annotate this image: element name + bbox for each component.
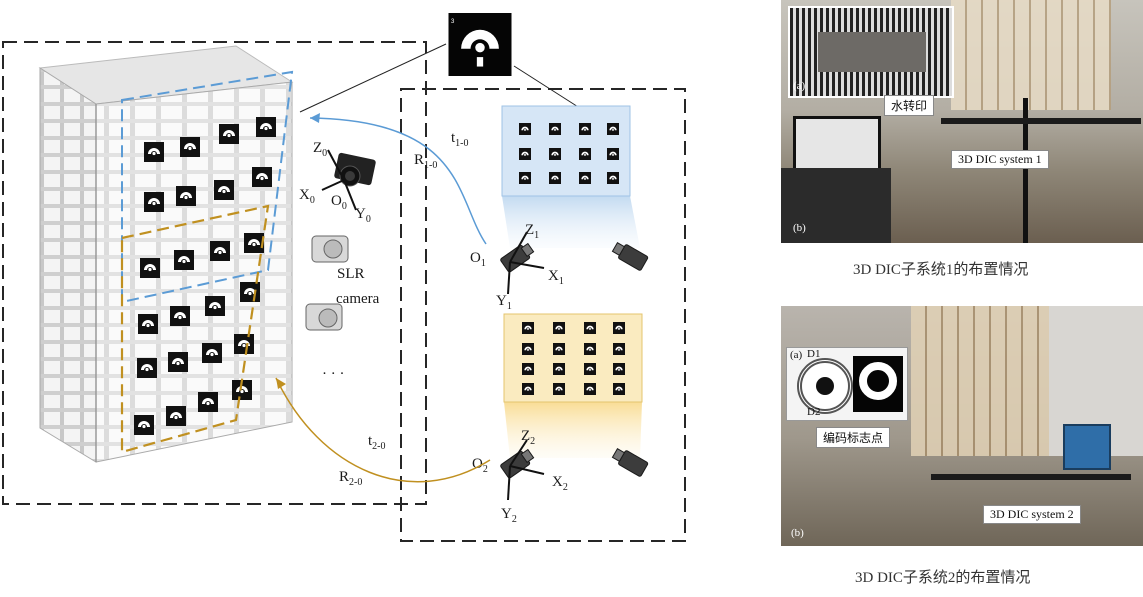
- o0-label: O0: [331, 193, 347, 212]
- photo2-inset-coded: [853, 356, 903, 412]
- photo2-tag-system: 3D DIC system 2: [983, 505, 1081, 524]
- system1-axes: [507, 231, 545, 295]
- transform-arrow-1: [309, 117, 487, 245]
- photo1-main-label: (b): [793, 222, 806, 234]
- photo2-inset: [786, 347, 908, 421]
- photo2-inset-ring: [797, 358, 853, 414]
- region-gold: [120, 204, 270, 454]
- marker-number: 3: [451, 19, 455, 25]
- dic-system-box: [400, 88, 686, 542]
- system2-axes: [507, 439, 545, 501]
- slr-label: SLR: [337, 266, 365, 282]
- photo2-tag-coded-markers: 编码标志点: [816, 427, 891, 448]
- transform-arrowhead-2: [276, 378, 286, 389]
- region-blue: [121, 70, 294, 304]
- ellipsis-label: · · ·: [322, 366, 345, 382]
- photo2-wall-grid: [911, 306, 1051, 456]
- photo1-monitor: [793, 116, 881, 172]
- photo1-desk: [781, 168, 891, 243]
- photo1-inset: [788, 6, 954, 98]
- caption-system-2: 3D DIC子系统2的布置情况: [855, 570, 1031, 586]
- photo2-camera-bar: [931, 474, 1131, 480]
- gold-beam: [504, 402, 642, 458]
- y0-label: Y0: [355, 206, 371, 225]
- slr-camera-outlines: [305, 235, 349, 331]
- transform-arrowhead-1: [310, 113, 320, 123]
- transform-arrow-2: [275, 377, 491, 483]
- z2-label: Z2: [521, 428, 535, 447]
- y1-label: Y1: [496, 293, 512, 312]
- caption-system-1: 3D DIC子系统1的布置情况: [853, 262, 1029, 278]
- photo1-wall-grid: [951, 0, 1111, 110]
- o1-label: O1: [470, 250, 486, 269]
- r1-label: R1-0: [414, 152, 437, 171]
- photo1-inset-label: (a): [793, 80, 806, 92]
- camera-icon: [334, 152, 376, 187]
- photo-dic-system-2: (a) D1 D2 编码标志点 3D DIC system 2 (b): [781, 306, 1143, 546]
- t1-label: t1-0: [451, 130, 469, 149]
- photo2-main-label: (b): [791, 527, 804, 539]
- y2-label: Y2: [501, 506, 517, 525]
- photo2-inset-d1: D1: [807, 348, 821, 360]
- photo1-camera-bar: [941, 118, 1141, 124]
- x2-label: X2: [552, 474, 568, 493]
- building: [38, 45, 294, 463]
- camera-label: camera: [336, 291, 380, 307]
- photo2-dic-camera: [1063, 424, 1111, 470]
- photo2-inset-d2: D2: [807, 406, 821, 418]
- dic-camera-icon: [500, 241, 649, 479]
- t2-label: t2-0: [368, 433, 386, 452]
- o2-label: O2: [472, 456, 488, 475]
- x0-label: X0: [299, 187, 315, 206]
- blue-beam: [502, 196, 640, 248]
- z0-label: Z0: [313, 140, 327, 159]
- r2-label: R2-0: [339, 469, 362, 488]
- photo1-tag-water-transfer: 水转印: [884, 95, 935, 116]
- leader-line-left: [299, 43, 447, 113]
- x1-label: X1: [548, 268, 564, 287]
- coded-target-icon: [448, 13, 512, 76]
- photo1-tag-system: 3D DIC system 1: [951, 150, 1049, 169]
- world-frame-box: [2, 41, 427, 505]
- photo2-inset-label: (a): [790, 349, 803, 361]
- photo-dic-system-1: (a) 水转印 3D DIC system 1 (b): [781, 0, 1143, 243]
- z1-label: Z1: [525, 222, 539, 241]
- world-axes: [321, 149, 357, 211]
